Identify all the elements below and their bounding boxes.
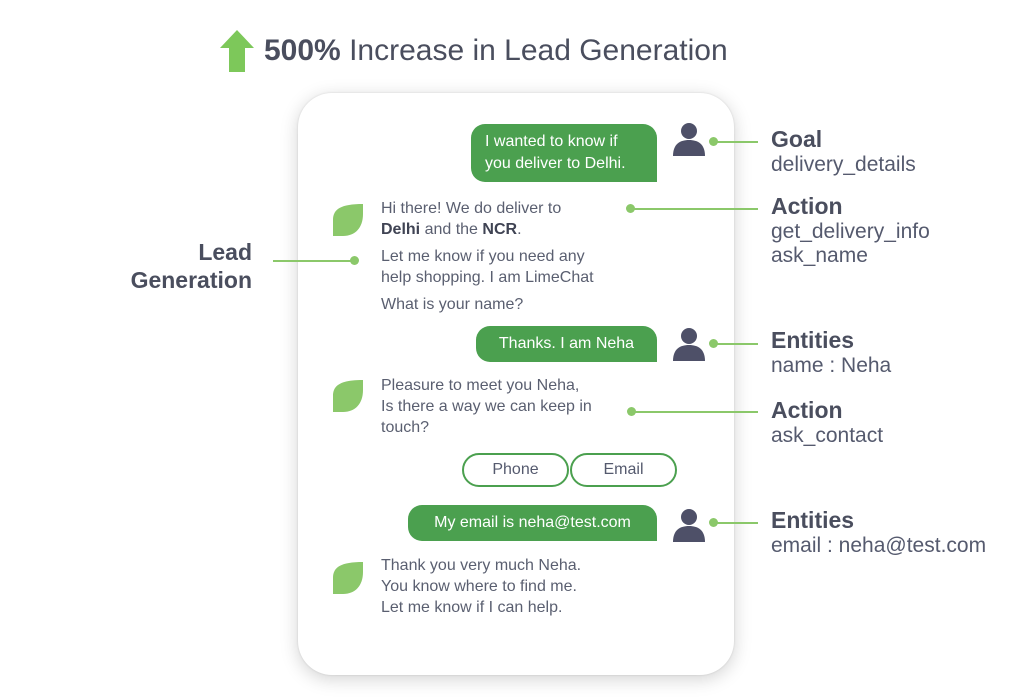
user-avatar-icon: [673, 328, 705, 361]
connector-dot: [709, 518, 718, 527]
annotation-value: name : Neha: [771, 354, 892, 377]
connector-line: [714, 522, 758, 524]
annotation-value: delivery_details: [771, 153, 916, 176]
connector-line: [632, 411, 758, 413]
connector-dot: [350, 256, 359, 265]
email-quick-reply-button[interactable]: Email: [570, 453, 677, 487]
message-line: touch?: [381, 419, 430, 436]
connector-dot: [709, 137, 718, 146]
message-line: Is there a way we can keep in: [381, 398, 592, 415]
connector-line: [714, 141, 758, 143]
annotation-value: get_delivery_info: [771, 220, 930, 243]
connector-line: [273, 260, 355, 262]
bot-message-2: Pleasure to meet you Neha, Is there a wa…: [381, 375, 592, 438]
connector-dot: [626, 204, 635, 213]
headline: 500% Increase in Lead Generation: [220, 28, 728, 74]
annotation-title: Entities: [771, 507, 855, 533]
headline-text: 500% Increase in Lead Generation: [264, 34, 728, 67]
message-line: Let me know if you need any: [381, 248, 585, 265]
message-line: Let me know if I can help.: [381, 599, 563, 616]
user-message-2: Thanks. I am Neha: [476, 326, 657, 362]
bot-message-3: Thank you very much Neha. You know where…: [381, 555, 581, 618]
action-annotation-2: Action ask_contact: [771, 397, 883, 448]
connector-dot: [627, 407, 636, 416]
connector-line: [714, 343, 758, 345]
user-message-1: I wanted to know if you deliver to Delhi…: [471, 124, 657, 182]
connector-line: [631, 208, 758, 210]
annotation-title: Entities: [771, 327, 855, 353]
user-avatar-icon: [673, 509, 705, 542]
annotation-value: ask_name: [771, 244, 868, 267]
message-line: you deliver to Delhi.: [485, 155, 626, 172]
message-line: Delhi and the NCR.: [381, 221, 522, 238]
message-line: Pleasure to meet you Neha,: [381, 377, 580, 394]
phone-quick-reply-button[interactable]: Phone: [462, 453, 569, 487]
connector-dot: [709, 339, 718, 348]
chat-window: [298, 93, 734, 675]
lead-generation-label: Lead Generation: [120, 238, 252, 294]
leaf-logo-icon: [333, 562, 363, 594]
annotation-title: Goal: [771, 126, 823, 152]
bot-message-1: Hi there! We do deliver to Delhi and the…: [381, 198, 594, 315]
message-line: Hi there! We do deliver to: [381, 200, 562, 217]
action-annotation-1: Action get_delivery_info ask_name: [771, 193, 930, 268]
leaf-logo-icon: [333, 380, 363, 412]
entities-annotation-1: Entities name : Neha: [771, 327, 891, 378]
annotation-title: Action: [771, 193, 843, 219]
goal-annotation: Goal delivery_details: [771, 126, 916, 177]
label-line: Lead: [198, 239, 252, 265]
user-avatar-icon: [673, 123, 705, 156]
annotation-title: Action: [771, 397, 843, 423]
entities-annotation-2: Entities email : neha@test.com: [771, 507, 986, 558]
annotation-value: email : neha@test.com: [771, 534, 987, 557]
leaf-logo-icon: [333, 204, 363, 236]
message-line: You know where to find me.: [381, 578, 577, 595]
message-line: help shopping. I am LimeChat: [381, 269, 594, 286]
label-line: Generation: [130, 267, 252, 293]
message-line: What is your name?: [381, 296, 524, 313]
up-arrow-icon: [220, 30, 254, 72]
user-message-3: My email is neha@test.com: [408, 505, 657, 541]
message-line: I wanted to know if: [485, 133, 618, 150]
message-line: Thank you very much Neha.: [381, 557, 582, 574]
annotation-value: ask_contact: [771, 424, 884, 447]
